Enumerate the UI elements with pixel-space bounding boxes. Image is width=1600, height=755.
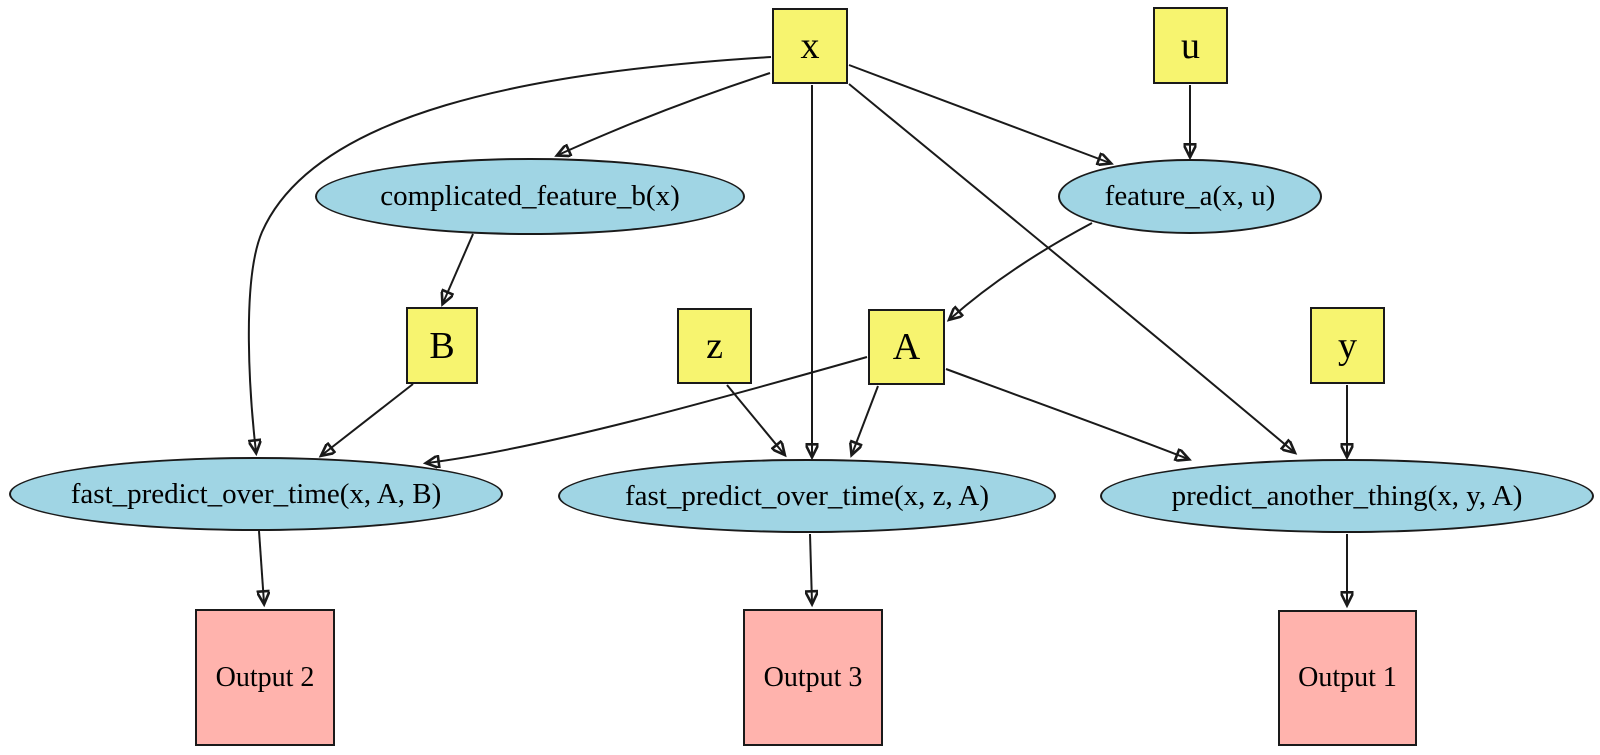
edge-z-to-fast-predict-over-time-xza <box>726 384 784 454</box>
node-feature-a: feature_a(x, u) <box>1058 159 1322 234</box>
node-complicated-feature-b: complicated_feature_b(x) <box>315 158 745 235</box>
edge-a-to-predict-another-thing <box>945 368 1188 459</box>
node-u: u <box>1153 7 1228 84</box>
node-output-3: Output 3 <box>743 609 883 746</box>
node-y: y <box>1310 307 1385 384</box>
node-fast-predict-over-time-xza: fast_predict_over_time(x, z, A) <box>558 459 1056 533</box>
edge-x-to-fast-predict-over-time-xab <box>247 56 772 452</box>
edge-x-to-feature-a <box>848 64 1110 163</box>
edge-fast-predict-over-time-xza-to-output3 <box>810 533 812 603</box>
edge-x-to-predict-another-thing <box>848 83 1294 452</box>
node-z: z <box>677 308 752 384</box>
node-x: x <box>772 8 848 84</box>
node-predict-another-thing: predict_another_thing(x, y, A) <box>1100 459 1594 533</box>
edge-a-to-fast-predict-over-time-xab <box>427 356 868 463</box>
edge-complicated-feature-b-to-b <box>443 233 474 303</box>
node-fast-predict-over-time-xab: fast_predict_over_time(x, A, B) <box>9 457 503 531</box>
edge-fast-predict-over-time-xab-to-output2 <box>259 530 264 603</box>
node-b: B <box>406 307 478 384</box>
edge-a-to-fast-predict-over-time-xza <box>852 385 879 454</box>
node-output-2: Output 2 <box>195 609 335 746</box>
node-output-1: Output 1 <box>1278 610 1417 746</box>
edge-x-to-complicated-feature-b <box>558 72 771 155</box>
edge-feature-a-to-a <box>950 222 1093 319</box>
node-a: A <box>868 309 945 385</box>
edge-b-to-fast-predict-over-time-xab <box>322 383 414 455</box>
